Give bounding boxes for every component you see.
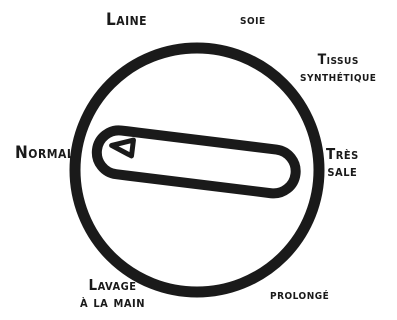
program-label-line-1: Très xyxy=(326,146,359,163)
program-label-line-1: Lavage xyxy=(80,277,145,294)
program-normal[interactable]: Normal xyxy=(15,145,74,162)
program-label-line-2: à la main xyxy=(80,294,145,311)
program-tissus-synthetique[interactable]: Tissus synthétique xyxy=(300,52,376,86)
program-tres-sale[interactable]: Très sale xyxy=(326,146,359,180)
program-label-line-2: sale xyxy=(326,163,359,180)
program-prolonge[interactable]: prolongé xyxy=(270,287,329,304)
program-label: prolongé xyxy=(270,287,329,304)
program-label-line-1: Tissus xyxy=(300,52,376,69)
program-label: Laine xyxy=(106,12,147,29)
program-label: Normal xyxy=(15,145,74,162)
program-laine[interactable]: Laine xyxy=(106,12,147,29)
program-lavage-a-la-main[interactable]: Lavage à la main xyxy=(80,277,145,311)
program-label: soie xyxy=(240,12,266,29)
dial-knob[interactable] xyxy=(94,128,298,196)
program-label-line-2: synthétique xyxy=(300,69,376,86)
knob-grip[interactable] xyxy=(94,128,298,196)
program-soie[interactable]: soie xyxy=(240,12,266,29)
